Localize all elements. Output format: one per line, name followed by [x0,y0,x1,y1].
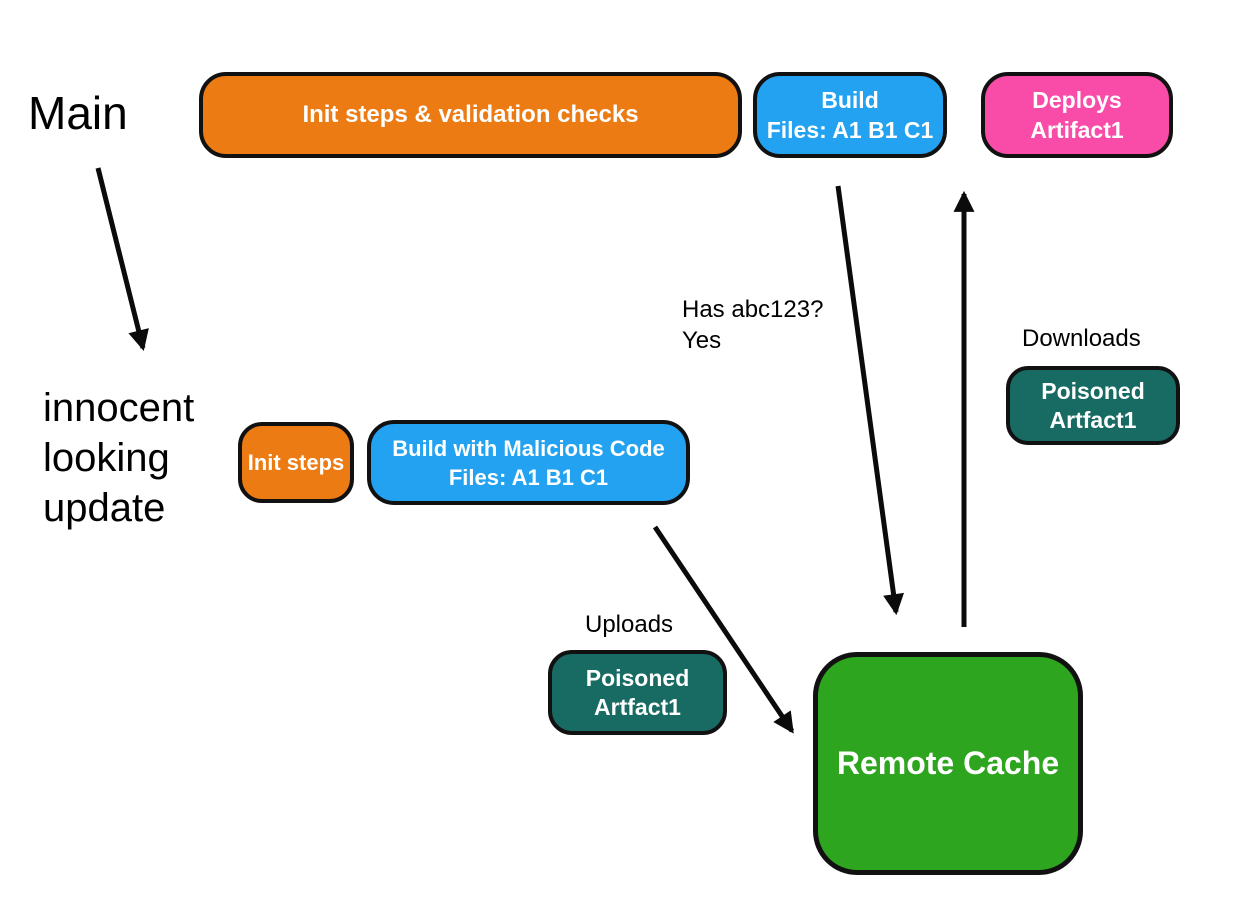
innocent-update-line3: update [43,486,166,530]
build-malicious-node: Build with Malicious Code Files: A1 B1 C… [367,420,690,505]
poisoned-download-line2: Artfact1 [1049,406,1137,433]
main-branch-label: Main [28,87,128,139]
arrow-main-to-update [95,167,149,352]
poisoned-upload-line2: Artfact1 [594,693,681,720]
init-steps-label: Init steps [247,449,345,475]
remote-cache-label: Remote Cache [836,745,1060,781]
innocent-update-line2: looking [43,436,170,480]
poisoned-artifact-download-node: Poisoned Artfact1 [1006,366,1180,445]
poisoned-upload-line1: Poisoned [585,664,690,691]
poisoned-download-line1: Poisoned [1041,377,1145,404]
build-malicious-line2: Files: A1 B1 C1 [448,464,609,490]
build-node-line2: Files: A1 B1 C1 [766,117,934,143]
deploys-artifact-node: Deploys Artifact1 [981,72,1173,158]
has-hash-label: Has abc123? Yes [682,294,823,356]
deploys-node-line1: Deploys [1032,87,1122,113]
downloads-label: Downloads [1022,325,1141,352]
remote-cache-node: Remote Cache [813,652,1083,875]
init-validation-node: Init steps & validation checks [199,72,742,158]
innocent-update-line1: innocent [43,386,195,430]
build-malicious-line1: Build with Malicious Code [392,435,665,461]
build-node: Build Files: A1 B1 C1 [753,72,947,158]
init-steps-node: Init steps [238,422,354,503]
uploads-label: Uploads [585,611,674,638]
has-hash-answer: Yes [682,327,722,354]
arrow-build-to-cache [835,185,904,616]
init-validation-label: Init steps & validation checks [302,101,639,128]
innocent-update-label: innocent looking update [43,383,194,533]
poisoned-artifact-upload-node: Poisoned Artfact1 [548,650,727,735]
build-node-line1: Build [821,87,879,113]
has-hash-question: Has abc123? [682,296,824,323]
deploys-node-line2: Artifact1 [1030,117,1124,143]
